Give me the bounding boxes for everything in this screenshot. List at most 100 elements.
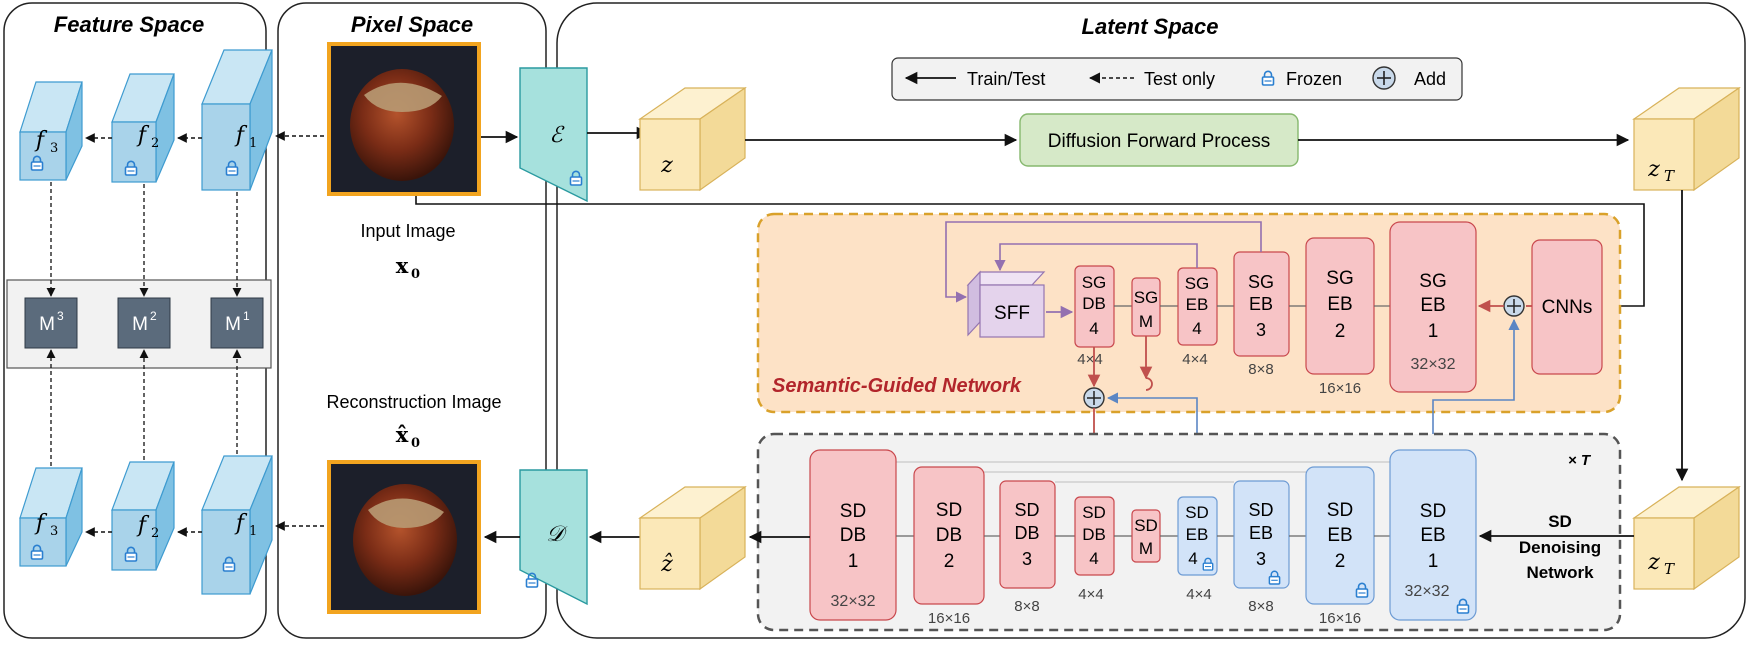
svg-text:M: M [132,314,148,335]
res-sgeb1: 32×32 [1411,356,1456,373]
svg-text:z: z [1647,157,1660,182]
svg-text:EB: EB [1420,295,1445,316]
svg-text:SD: SD [1134,516,1158,535]
svg-text:EB: EB [1186,525,1209,544]
svg-text:3: 3 [1256,320,1266,340]
svg-text:4: 4 [1089,319,1098,338]
svg-text:DB: DB [1014,523,1039,543]
feature-f3-top: f 3 [19,81,83,181]
svg-text:M: M [39,314,55,335]
svg-text:ẑ: ẑ [660,552,673,577]
sff-block: SFF [966,270,1046,338]
sd-network-label: SD Denoising Network [1519,512,1601,582]
svg-text:SD: SD [1420,501,1446,522]
svg-text:DB: DB [1082,525,1106,544]
sd-eb4: SD EB 4 [1177,496,1218,576]
svg-text:SG: SG [1134,288,1159,307]
feature-f1-top: f 1 [201,49,273,191]
res-sddb1: 32×32 [831,593,876,610]
svg-text:DB: DB [936,525,962,546]
latent-z: z [638,86,747,192]
add-circle-icon [1503,295,1525,317]
svg-text:2: 2 [150,309,157,323]
sd-eb3: SD EB 3 [1233,480,1290,589]
svg-text:2: 2 [944,551,955,572]
svg-text:Diffusion Forward Process: Diffusion Forward Process [1048,131,1270,152]
svg-text:SD: SD [1327,500,1353,521]
res-sgdb4: 4×4 [1077,351,1102,368]
legend-frozen: Frozen [1286,69,1342,89]
svg-text:0: 0 [411,436,420,451]
res-sdeb1: 32×32 [1405,583,1450,600]
svg-text:3: 3 [1256,549,1266,569]
pixel-space-title: Pixel Space [351,12,473,37]
purple-link-eb4 [994,243,1198,272]
purple-link-eb3 [945,221,1262,303]
add-circle-icon [1083,387,1105,409]
svg-text:EB: EB [1249,294,1273,314]
svg-text:SD: SD [1548,512,1572,531]
sg-eb1: SG EB 1 32×32 [1389,221,1477,393]
res-sddb2: 16×16 [928,610,970,627]
res-sdeb3: 8×8 [1248,598,1273,615]
latent-zT-bottom: z T [1632,485,1741,591]
feature-f2-top: f 2 [111,73,175,183]
sd-db3: SD DB 3 [999,480,1056,589]
add-circle-icon [1372,66,1396,90]
decoder: 𝒟 [519,469,588,606]
svg-text:SD: SD [1185,503,1209,522]
svg-text:SFF: SFF [994,303,1030,324]
svg-text:SG: SG [1419,271,1446,292]
top-features: f 3 f 2 f 1 [19,49,273,191]
svg-text:M: M [1139,312,1153,331]
svg-text:DB: DB [840,525,866,546]
svg-text:SD: SD [840,501,866,522]
cnns-block: CNNs [1531,239,1603,375]
times-T-label: × T [1568,452,1592,469]
sd-m: SD M [1131,509,1161,563]
sd-eb2: SD EB 2 [1305,466,1375,605]
legend: Train/Test Test only Frozen Add [891,57,1463,101]
svg-text:2: 2 [1335,321,1346,342]
svg-text:1: 1 [1428,551,1439,572]
svg-text:Network: Network [1526,563,1594,582]
sd-db1: SD DB 1 32×32 [809,449,897,621]
sg-db4: SG DB 4 [1074,265,1115,348]
svg-text:SD: SD [1014,500,1039,520]
res-sgeb2: 16×16 [1319,380,1361,397]
svg-text:2: 2 [151,136,159,151]
res-sgeb4: 4×4 [1182,351,1207,368]
legend-train-test: Train/Test [967,69,1045,89]
input-image [327,42,481,196]
latent-z-hat: ẑ [638,485,747,591]
feature-f1-bottom: f 1 [201,455,273,595]
sg-m: SG M [1131,277,1161,337]
latent-zT-top: z T [1632,86,1741,192]
bottom-features: f 3 f 2 f 1 [19,455,273,595]
svg-text:T: T [1664,560,1675,578]
sg-eb3: SG EB 3 [1233,251,1290,357]
svg-text:SD: SD [1248,500,1273,520]
res-sdeb2: 16×16 [1319,610,1361,627]
svg-text:4: 4 [1089,549,1098,568]
svg-text:EB: EB [1327,525,1352,546]
svg-text:1: 1 [243,309,250,323]
svg-text:Denoising: Denoising [1519,538,1601,557]
sg-eb2: SG EB 2 [1305,237,1375,375]
sgn-title: Semantic-Guided Network [772,375,1022,397]
svg-text:4: 4 [1192,319,1201,338]
svg-text:z: z [660,153,673,178]
res-sgeb3: 8×8 [1248,361,1273,378]
input-symbol: x [396,253,409,278]
svg-text:CNNs: CNNs [1542,297,1593,318]
res-sdeb4: 4×4 [1186,586,1211,603]
svg-text:M: M [225,314,241,335]
arrow-input-to-cnns [415,196,1645,312]
recon-symbol: x̂ [396,422,409,447]
latent-space-title: Latent Space [1082,14,1219,39]
feature-f3-bottom: f 3 [19,467,83,567]
recon-image-label: Reconstruction Image [326,392,501,412]
svg-text:1: 1 [848,551,859,572]
